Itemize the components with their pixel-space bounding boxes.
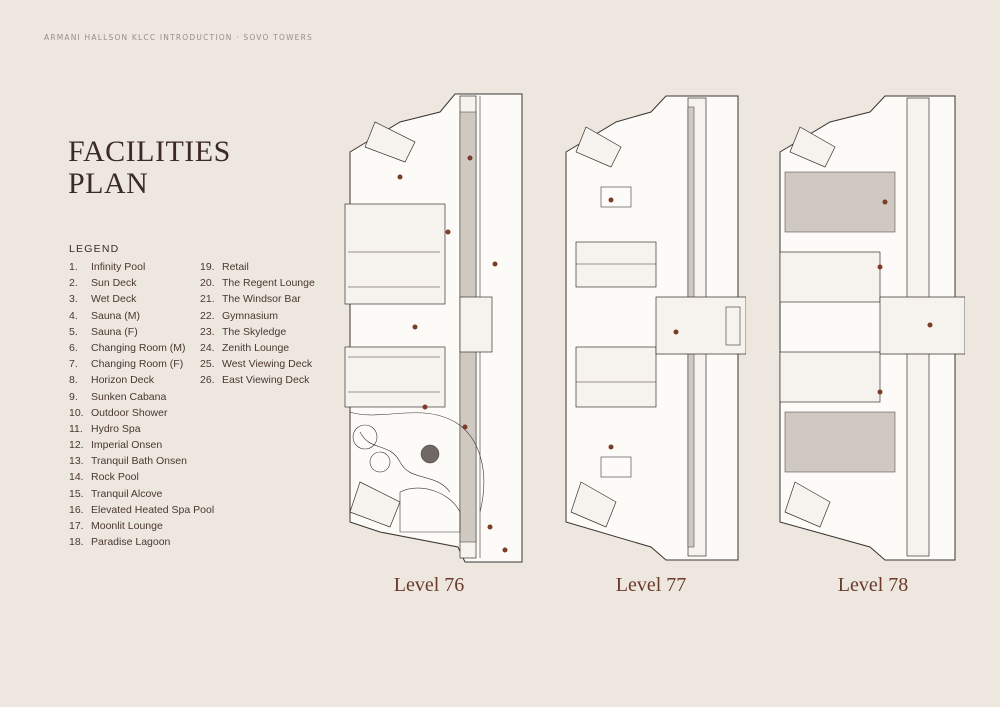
legend-item: 4. Sauna (M)	[69, 310, 214, 326]
legend-item-number: 23.	[200, 325, 215, 338]
legend-item-label: Sun Deck	[91, 277, 137, 290]
legend-item-number: 22.	[200, 309, 215, 322]
legend-item-number: 25.	[200, 358, 215, 371]
legend-item-number: 1.	[69, 261, 78, 273]
legend-item: 19. Retail	[200, 261, 315, 277]
legend-item-number: 9.	[69, 390, 78, 403]
legend-item: 17. Moonlit Lounge	[69, 520, 214, 536]
legend-item: 13. Tranquil Bath Onsen	[69, 455, 214, 471]
legend-item-number: 3.	[69, 293, 78, 306]
legend-item: 8. Horizon Deck	[69, 374, 214, 390]
legend-item-label: Changing Room (F)	[91, 358, 184, 371]
legend-item-label: Moonlit Lounge	[91, 520, 163, 532]
legend-item-number: 24.	[200, 341, 215, 354]
legend-item-label: Retail	[222, 261, 249, 273]
legend-item-label: Sunken Cabana	[91, 390, 167, 403]
legend-item-number: 7.	[69, 358, 78, 371]
legend-item-number: 2.	[69, 277, 78, 290]
legend-item-number: 8.	[69, 374, 78, 387]
legend-item-label: East Viewing Deck	[222, 374, 310, 387]
legend-item-number: 6.	[69, 341, 78, 354]
legend-item-number: 10.	[69, 406, 84, 419]
level-76-label: Level 76	[393, 574, 465, 596]
legend-item: 23. The Skyledge	[200, 326, 315, 342]
legend-title: LEGEND	[69, 243, 120, 255]
page-header: ARMANI HALLSON KLCC INTRODUCTION · SOVO …	[44, 33, 313, 42]
legend-item: 6. Changing Room (M)	[69, 342, 214, 358]
legend-item-number: 17.	[69, 520, 84, 532]
legend-item: 10. Outdoor Shower	[69, 407, 214, 423]
legend-list-right: 19. Retail 20. The Regent Lounge 21. The Wind…	[200, 261, 315, 391]
legend-item-label: The Regent Lounge	[222, 277, 315, 290]
legend-item: 7. Changing Room (F)	[69, 358, 214, 374]
level-77-label: Level 77	[615, 574, 687, 596]
title-line-1: FACILITIES	[68, 135, 231, 168]
legend-item-number: 14.	[69, 471, 84, 484]
legend-item: 20. The Regent Lounge	[200, 277, 315, 293]
legend-item-label: Wet Deck	[91, 293, 137, 306]
legend-item-label: Sauna (F)	[91, 325, 138, 338]
floor-plan-level-77	[565, 95, 746, 561]
legend-item: 21. The Windsor Bar	[200, 293, 315, 309]
legend-item-label: Changing Room (M)	[91, 341, 186, 354]
page-title: FACILITIES PLAN	[68, 136, 231, 200]
legend-item-label: Tranquil Bath Onsen	[91, 455, 187, 468]
legend-item-number: 16.	[69, 503, 84, 516]
legend-item: 12. Imperial Onsen	[69, 439, 214, 455]
legend-item-number: 20.	[200, 277, 215, 290]
legend-item: 11. Hydro Spa	[69, 423, 214, 439]
floor-plan-level-78	[779, 95, 965, 561]
legend-item: 1. Infinity Pool	[69, 261, 214, 277]
legend-item-number: 12.	[69, 439, 84, 452]
legend-item-label: Hydro Spa	[91, 422, 141, 435]
legend-item-number: 5.	[69, 325, 78, 338]
legend-item: 14. Rock Pool	[69, 471, 214, 487]
floor-plan-level-76	[344, 93, 523, 563]
legend-item-label: Sauna (M)	[91, 309, 141, 322]
legend-item-number: 26.	[200, 374, 215, 387]
legend-item-number: 11.	[69, 422, 83, 435]
legend-item-label: The Windsor Bar	[222, 293, 301, 306]
legend-item-number: 18.	[69, 536, 84, 549]
legend-item-label: Outdoor Shower	[91, 406, 168, 419]
legend-item-number: 15.	[69, 487, 84, 500]
legend-item: 26. East Viewing Deck	[200, 374, 315, 390]
legend-list-left: 1. Infinity Pool 2. Sun Deck 3. Wet Deck 4. Sau…	[69, 261, 214, 552]
legend-item: 24. Zenith Lounge	[200, 342, 315, 358]
legend-item-label: Tranquil Alcove	[91, 487, 163, 500]
legend-item-label: Elevated Heated Spa Pool	[91, 503, 215, 516]
legend-item-label: Gymnasium	[222, 309, 279, 322]
legend-item: 25. West Viewing Deck	[200, 358, 315, 374]
legend-item-number: 4.	[69, 309, 78, 322]
legend-item-number: 19.	[200, 261, 215, 273]
level-78-label: Level 78	[837, 574, 909, 596]
legend-item-label: West Viewing Deck	[222, 358, 313, 371]
legend-item-label: Rock Pool	[91, 471, 139, 484]
legend-item-label: Horizon Deck	[91, 374, 155, 387]
title-line-2: PLAN	[68, 167, 149, 200]
legend-item-label: Zenith Lounge	[222, 341, 290, 354]
legend-item: 9. Sunken Cabana	[69, 391, 214, 407]
legend-item: 3. Wet Deck	[69, 293, 214, 309]
legend-item-number: 13.	[69, 455, 84, 468]
legend-item: 16. Elevated Heated Spa Pool	[69, 504, 214, 520]
legend-item-label: Imperial Onsen	[91, 439, 163, 452]
legend-item-label: Paradise Lagoon	[91, 536, 171, 549]
legend-item: 22. Gymnasium	[200, 310, 315, 326]
legend-item-number: 21.	[200, 293, 215, 306]
legend-item: 2. Sun Deck	[69, 277, 214, 293]
legend-item-label: The Skyledge	[222, 325, 287, 338]
legend-item-label: Infinity Pool	[91, 261, 146, 273]
legend-item: 18. Paradise Lagoon	[69, 536, 214, 552]
legend-item: 15. Tranquil Alcove	[69, 488, 214, 504]
legend-item: 5. Sauna (F)	[69, 326, 214, 342]
